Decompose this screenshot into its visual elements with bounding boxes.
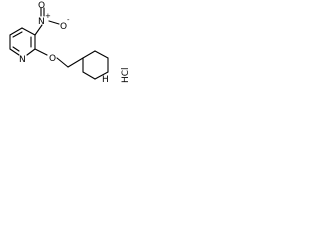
double-bond-c6-n1 bbox=[12, 46, 20, 52]
nitro-nitrogen-label: N bbox=[38, 17, 45, 27]
nitro-plus-label: + bbox=[45, 12, 51, 20]
bond-p2-n bbox=[94, 50, 109, 59]
bond-p6-p5 bbox=[94, 71, 109, 80]
pyridine-nitrogen-label: N bbox=[19, 55, 26, 65]
nitro-minus-label: - bbox=[67, 16, 70, 24]
piperidine-nitrogen-label: H bbox=[102, 75, 109, 85]
bond-p5-p4 bbox=[82, 71, 96, 80]
bond-n1-c2 bbox=[26, 48, 36, 56]
bond-nitro-n-o-right bbox=[48, 20, 60, 25]
bond-ether-o-ch2 bbox=[56, 57, 69, 68]
double-bond-c4-c5 bbox=[12, 31, 23, 38]
bond-c3-nitro-n bbox=[34, 24, 43, 36]
bond-c2-ether-o bbox=[34, 48, 48, 56]
piperidine-ring: H bbox=[82, 50, 109, 85]
nitro-oxygen-top-label: O bbox=[38, 1, 45, 11]
hcl-label: HCl bbox=[121, 67, 131, 83]
ether-oxygen-label: O bbox=[49, 54, 56, 64]
bond-ch2-piperidine bbox=[67, 57, 84, 68]
bond-p3-p2 bbox=[82, 50, 96, 59]
nitro-oxygen-right-label: O bbox=[60, 22, 67, 32]
bond-c6-n1 bbox=[9, 48, 20, 56]
bond-c4-c5 bbox=[9, 27, 23, 36]
nitro-group: N + O - O bbox=[34, 1, 70, 36]
bond-c3-c4 bbox=[21, 27, 36, 36]
chemical-structure: N + O - O N O H HCl bbox=[9, 1, 131, 85]
pyridine-ring bbox=[9, 27, 36, 56]
ether-linker: O bbox=[34, 48, 84, 68]
